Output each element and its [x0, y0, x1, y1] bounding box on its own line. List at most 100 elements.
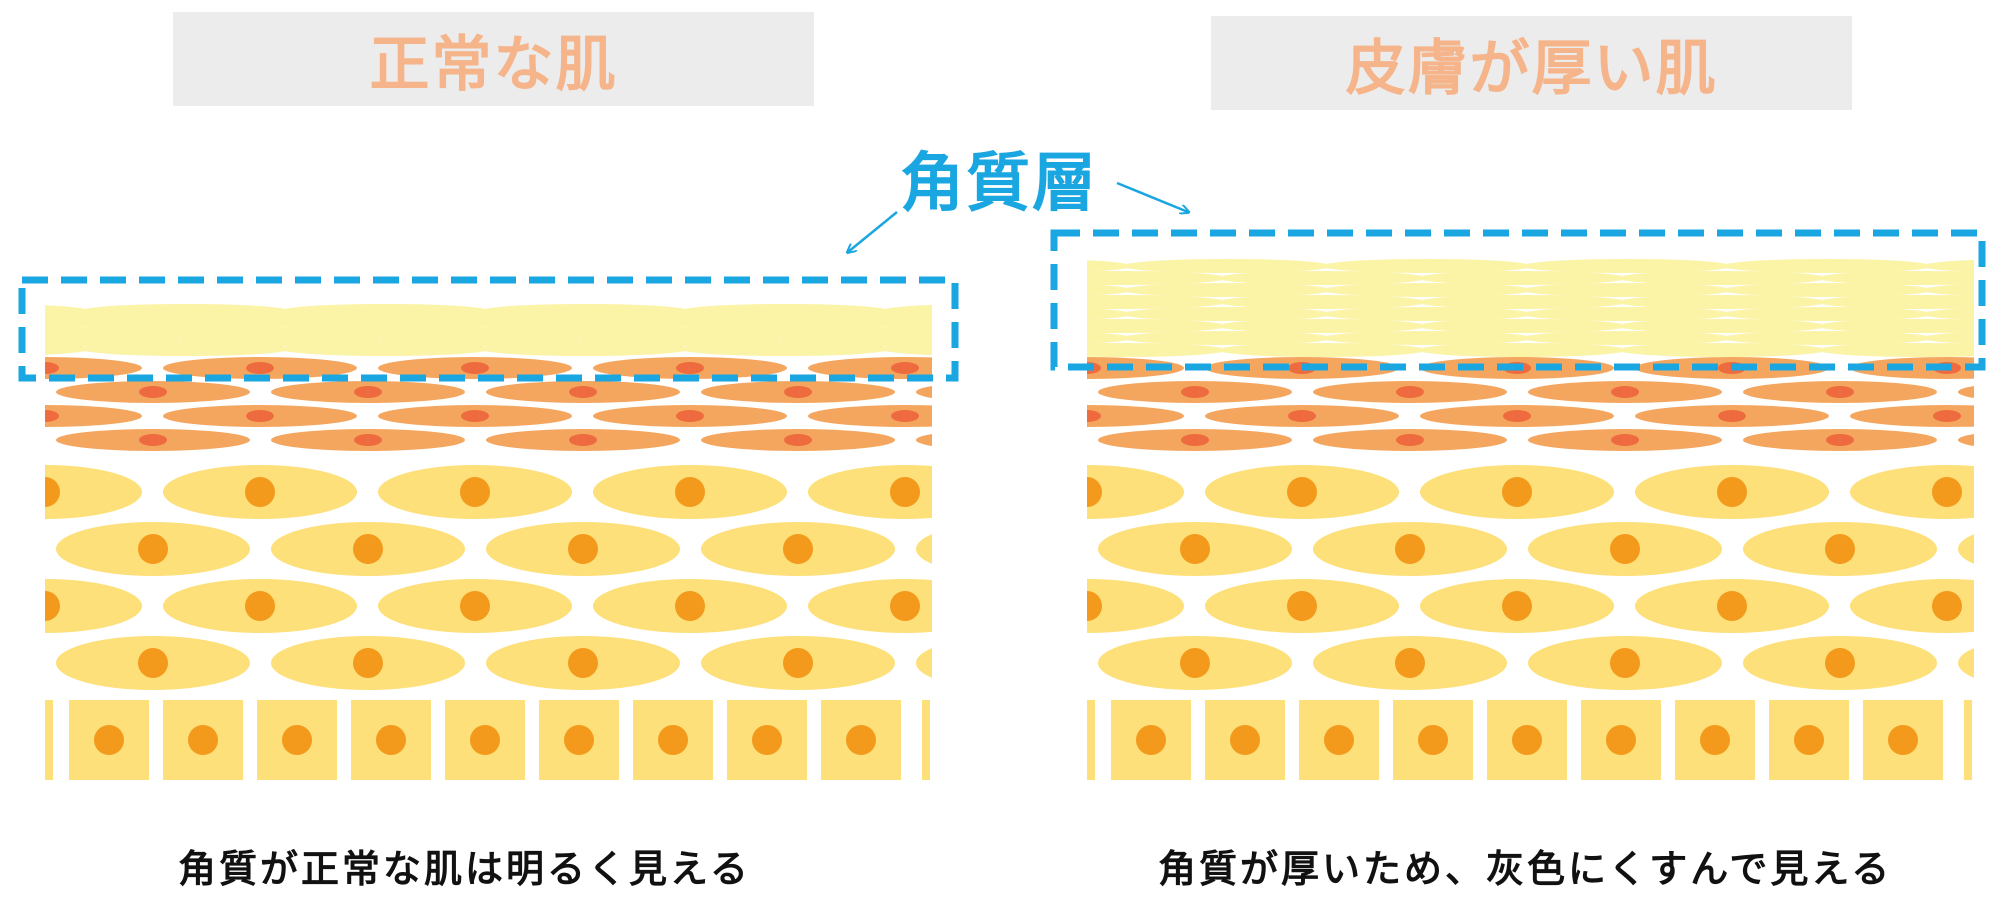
granular-cell-nucleus [1826, 386, 1854, 398]
spinous-cell-nucleus [1502, 477, 1532, 507]
spinous-cell-nucleus [1087, 591, 1102, 621]
keratin-layer-cell [1922, 259, 1974, 273]
spinous-cell-nucleus [1932, 591, 1962, 621]
spinous-cell [1087, 465, 1184, 519]
keratin-layer-cell [1722, 331, 1932, 345]
spinous-cell [1958, 534, 1974, 564]
basal-cell-nucleus [1512, 725, 1542, 755]
spinous-cell-nucleus [890, 591, 920, 621]
granular-cell-nucleus [569, 386, 597, 398]
granular-cell-nucleus [246, 410, 274, 422]
basal-cell-nucleus [1418, 725, 1448, 755]
keratin-layer-cell [1617, 295, 1827, 309]
arrow-to-left-box [848, 211, 898, 252]
spinous-cell-nucleus [138, 648, 168, 678]
thick-skin-caption: 角質が厚いため、灰色にくすんで見える [1158, 847, 1893, 891]
thick-skin-layers [1087, 259, 1974, 780]
keratin-layer-cell [1322, 283, 1532, 297]
keratin-layer-cell [1522, 259, 1732, 273]
spinous-cell [916, 534, 932, 564]
basal-cell-edge [1087, 700, 1095, 780]
spinous-cell-nucleus [460, 591, 490, 621]
spinous-cell [1087, 579, 1184, 633]
spinous-cell-nucleus [568, 648, 598, 678]
keratin-layer-cell [1617, 319, 1827, 333]
basal-cell-edge [922, 700, 930, 780]
basal-cell-nucleus [188, 725, 218, 755]
spinous-cell-nucleus [1087, 477, 1102, 507]
normal-skin-caption: 角質が正常な肌は明るく見える [178, 847, 751, 891]
keratin-layer-cell [1522, 283, 1732, 297]
granular-cell-nucleus [999, 386, 1027, 398]
normal-skin-title-text: 正常な肌 [369, 29, 618, 100]
granular-cell-nucleus [1933, 410, 1961, 422]
keratin-layer-cell [280, 342, 490, 356]
basal-cell-nucleus [658, 725, 688, 755]
spinous-cell-nucleus [1825, 534, 1855, 564]
granular-cell-nucleus [461, 362, 489, 374]
spinous-cell-nucleus [1287, 591, 1317, 621]
granular-cell [916, 385, 932, 399]
stratum-corneum-highlight-right [1050, 229, 1986, 371]
granular-cell-nucleus [891, 362, 919, 374]
granular-cell [1087, 405, 1184, 427]
granular-cell-nucleus [569, 434, 597, 446]
keratin-layer-cell [1722, 283, 1932, 297]
spinous-cell-nucleus [45, 591, 60, 621]
basal-cell-nucleus [282, 725, 312, 755]
basal-cell-nucleus [1888, 725, 1918, 755]
granular-cell-nucleus [461, 410, 489, 422]
granular-cell-nucleus [1087, 410, 1101, 422]
spinous-cell-nucleus [1502, 591, 1532, 621]
keratin-layer-cell [1817, 343, 1974, 357]
spinous-cell-nucleus [138, 534, 168, 564]
keratin-layer-cell [1087, 284, 1132, 296]
granular-cell-nucleus [891, 410, 919, 422]
spinous-cell-nucleus [568, 534, 598, 564]
granular-cell [1850, 405, 1974, 427]
granular-cell-nucleus [784, 386, 812, 398]
keratin-layer-cell [680, 342, 890, 356]
keratin-layer-cell [1217, 295, 1427, 309]
granular-cell-nucleus [676, 410, 704, 422]
granular-cell-nucleus [45, 410, 59, 422]
spinous-cell-nucleus [353, 534, 383, 564]
spinous-cell-nucleus [1395, 648, 1425, 678]
granular-cell-nucleus [1181, 386, 1209, 398]
spinous-cell [1850, 465, 1974, 519]
spinous-cell-nucleus [1610, 534, 1640, 564]
keratin-layer-cell [1722, 307, 1932, 321]
basal-cell-nucleus [94, 725, 124, 755]
keratin-layer-cell [1087, 295, 1227, 309]
keratin-layer-cell [1522, 331, 1732, 345]
granular-cell-nucleus [999, 434, 1027, 446]
keratin-layer-cell [45, 343, 90, 355]
highlight-overlay [18, 181, 1986, 382]
spinous-cell-nucleus [998, 534, 1028, 564]
basal-cell-nucleus [470, 725, 500, 755]
granular-cell [45, 357, 142, 379]
basal-cell-nucleus [846, 725, 876, 755]
basal-cell-edge [1964, 700, 1972, 780]
spinous-cell-nucleus [890, 477, 920, 507]
granular-cell-nucleus [45, 362, 59, 374]
spinous-cell-nucleus [1180, 534, 1210, 564]
granular-cell-nucleus [1611, 386, 1639, 398]
basal-cell-nucleus [564, 725, 594, 755]
keratin-layer-cell [80, 342, 290, 356]
keratin-layer-cell [1617, 271, 1827, 285]
spinous-cell-nucleus [675, 591, 705, 621]
basal-cell-nucleus [1606, 725, 1636, 755]
granular-cell-nucleus [1826, 434, 1854, 446]
granular-cell-nucleus [1718, 410, 1746, 422]
spinous-cell-nucleus [45, 477, 60, 507]
normal-skin-layers [45, 304, 1028, 780]
spinous-cell-nucleus [245, 477, 275, 507]
spinous-cell [45, 579, 142, 633]
keratin-layer-cell [1817, 319, 1974, 333]
granular-cell-nucleus [354, 386, 382, 398]
keratin-layer-cell [1217, 271, 1427, 285]
keratin-layer-cell [1087, 343, 1227, 357]
spinous-cell-nucleus [353, 648, 383, 678]
